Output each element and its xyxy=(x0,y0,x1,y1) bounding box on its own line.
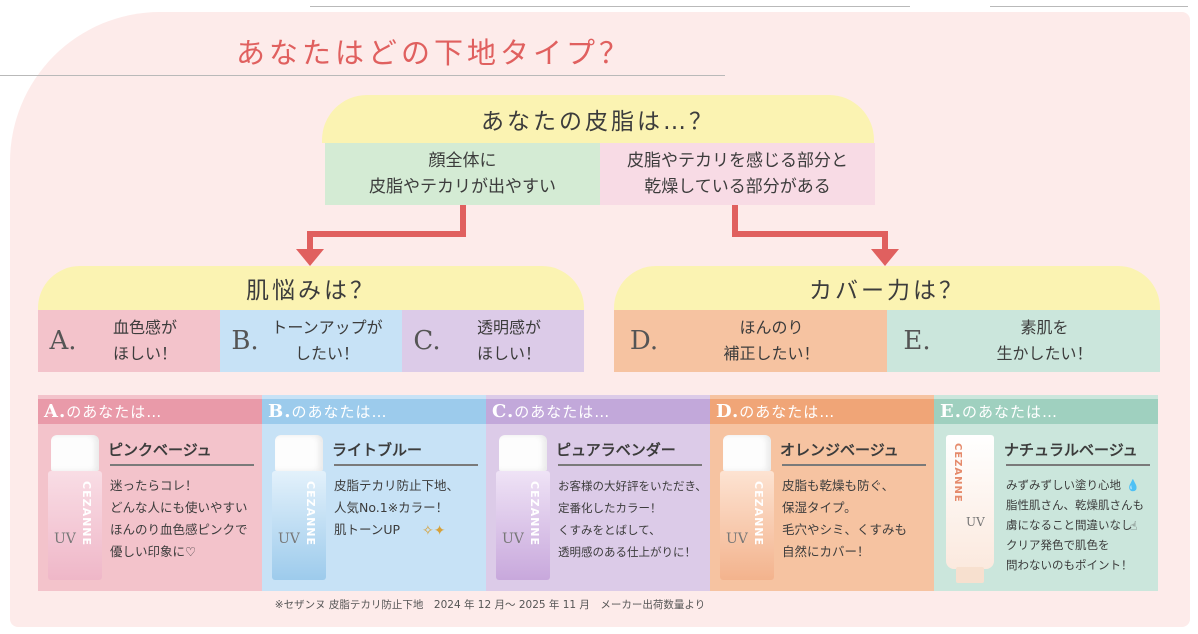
result-card-e: E.のあなたは… CEZANNE UV ナチュラルベージュ みずみずしい塗り心地… xyxy=(934,395,1158,591)
decor-line xyxy=(0,75,725,76)
product-description: お客様の大好評をいただき、 定番化したカラー！ くすみをとばして、 透明感のある… xyxy=(558,479,707,559)
choice-text: ほんのり 補正したい！ xyxy=(723,318,820,363)
product-description: 皮脂テカリ防止下地、 人気No.1※カラー！ 肌トーンUP xyxy=(334,478,460,537)
sparkle-icon: ✧✦ xyxy=(422,523,446,539)
product-color-name: ピンクベージュ xyxy=(108,441,212,459)
card-heading: B.のあなたは… xyxy=(262,399,486,424)
choice-text: トーンアップが したい！ xyxy=(271,318,383,363)
card-heading: D.のあなたは… xyxy=(710,399,934,424)
product-color-name: ピュアラベンダー xyxy=(556,441,676,459)
choice-letter: A. xyxy=(49,326,77,356)
choice-text: 血色感が ほしい！ xyxy=(112,318,177,363)
pointing-hand-icon: ☝ xyxy=(1130,519,1138,533)
question-skin-concern: 肌悩みは？ xyxy=(38,266,584,310)
arrow-left-path xyxy=(307,205,466,250)
question-sebum: あなたの皮脂は…？ xyxy=(322,95,874,143)
brand-logo: CEZANNE xyxy=(952,443,963,503)
result-card-d: D.のあなたは… CEZANNE UV オレンジベージュ 皮脂も乾燥も防ぐ、 保… xyxy=(710,395,934,591)
uv-label: UV xyxy=(966,515,985,529)
product-description: 迷ったらコレ！ どんな人にも使いやすい ほんのり血色感ピンクで 優しい印象に♡ xyxy=(110,478,248,559)
choice-c: C. 透明感が ほしい！ xyxy=(402,310,584,372)
choice-letter: B. xyxy=(231,326,259,356)
product-description: 皮脂も乾燥も防ぐ、 保湿タイプ。 毛穴やシミ、くすみも 自然にカバー！ xyxy=(782,478,908,559)
decor-line xyxy=(990,6,1188,7)
choice-text: 素肌を 生かしたい！ xyxy=(996,318,1093,363)
result-card-c: C.のあなたは… CEZANNE UV ピュアラベンダー お客様の大好評をいただ… xyxy=(486,395,710,591)
choice-e: E. 素肌を 生かしたい！ xyxy=(887,310,1160,372)
choice-d: D. ほんのり 補正したい！ xyxy=(614,310,887,372)
choice-letter: E. xyxy=(903,326,931,356)
arrow-left-head xyxy=(296,249,324,266)
uv-label: UV xyxy=(278,531,300,547)
option-combination: 皮脂やテカリを感じる部分と 乾燥している部分がある xyxy=(600,143,875,205)
brand-logo: CEZANNE xyxy=(304,481,317,547)
uv-label: UV xyxy=(54,531,76,547)
product-color-name: ナチュラルベージュ xyxy=(1004,441,1138,459)
droplet-icon: 💧 xyxy=(1126,479,1140,492)
result-card-b: B.のあなたは… CEZANNE UV ライトブルー 皮脂テカリ防止下地、 人気… xyxy=(262,395,486,591)
choice-letter: D. xyxy=(629,326,659,356)
option-oily-overall: 顔全体に 皮脂やテカリが出やすい xyxy=(325,143,600,205)
question-coverage: カバー力は？ xyxy=(614,266,1160,310)
arrow-right-head xyxy=(871,249,899,266)
product-color-name: ライトブルー xyxy=(332,441,423,459)
brand-logo: CEZANNE xyxy=(752,481,765,547)
page-title: あなたはどの下地タイプ？ xyxy=(236,36,633,70)
card-heading: C.のあなたは… xyxy=(486,399,710,424)
card-heading: E.のあなたは… xyxy=(934,399,1158,424)
uv-label: UV xyxy=(726,531,748,547)
product-bottle: CEZANNE UV xyxy=(272,435,326,580)
footnote: ※セザンヌ 皮脂テカリ防止下地 2024 年 12 月～ 2025 年 11 月… xyxy=(274,599,706,611)
product-bottle: CEZANNE UV xyxy=(48,435,102,580)
choice-letter: C. xyxy=(413,326,441,356)
result-card-a: A.のあなたは… CEZANNE UV ピンクベージュ 迷ったらコレ！ どんな人… xyxy=(38,395,262,591)
choice-text: 透明感が ほしい！ xyxy=(476,318,541,363)
product-bottle: CEZANNE UV xyxy=(496,435,550,580)
arrow-right-path xyxy=(732,205,888,250)
product-bottle: CEZANNE UV xyxy=(720,435,774,580)
product-color-name: オレンジベージュ xyxy=(780,441,899,459)
choice-a: A. 血色感が ほしい！ xyxy=(38,310,220,372)
brand-logo: CEZANNE xyxy=(528,481,541,547)
brand-logo: CEZANNE xyxy=(80,481,93,547)
product-tube: CEZANNE UV xyxy=(946,435,994,583)
uv-label: UV xyxy=(502,531,524,547)
card-heading: A.のあなたは… xyxy=(38,399,262,424)
product-description: みずみずしい塗り心地 脂性肌さん、乾燥肌さんも 虜になること間違いなし クリア発… xyxy=(1006,478,1144,572)
choice-b: B. トーンアップが したい！ xyxy=(220,310,402,372)
decor-line xyxy=(310,6,910,7)
